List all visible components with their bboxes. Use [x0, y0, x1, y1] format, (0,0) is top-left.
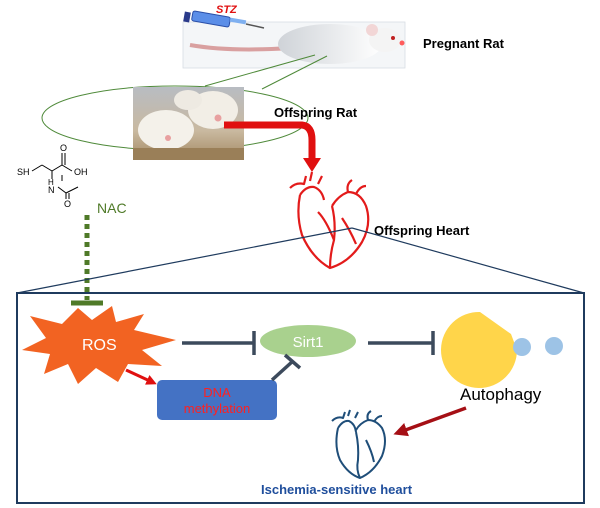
- dna-label-line1: DNA: [203, 385, 231, 400]
- connector-line-right: [261, 55, 328, 90]
- zoom-line-right: [351, 227, 585, 294]
- syringe-icon: [183, 10, 265, 29]
- offspring-rat-photo: [133, 87, 244, 160]
- molecule-oh: OH: [74, 167, 88, 177]
- particle-dot: [513, 338, 531, 356]
- stz-label: STZ: [216, 4, 238, 16]
- ischemia-heart-icon: [331, 409, 386, 479]
- sirt1-label: Sirt1: [293, 334, 324, 351]
- rat-to-heart-arrow: [224, 121, 316, 160]
- ros-to-dna-arrow: [125, 368, 157, 385]
- zoom-line-left: [16, 227, 353, 294]
- pregnant-rat-label: Pregnant Rat: [423, 36, 505, 51]
- molecule-o-bottom: O: [64, 199, 71, 209]
- offspring-heart-label: Offspring Heart: [374, 223, 470, 238]
- ros-starburst: [22, 306, 176, 384]
- pregnant-rat-illustration: [182, 21, 406, 69]
- nac-molecule: [31, 153, 79, 199]
- molecule-n: N: [48, 185, 55, 195]
- sirt1-node: [260, 325, 356, 357]
- heart-icon: [289, 171, 370, 270]
- dna-inhibits-sirt1-line: [270, 359, 295, 382]
- autophagy-label: Autophagy: [460, 385, 542, 404]
- dna-methylation-box: [157, 380, 277, 420]
- nac-label: NAC: [97, 200, 127, 216]
- molecule-h: H: [48, 178, 54, 187]
- molecule-sh: SH: [17, 167, 30, 177]
- particle-dot: [545, 337, 563, 355]
- ischemia-heart-label: Ischemia-sensitive heart: [261, 482, 413, 497]
- mechanism-box: [16, 292, 585, 504]
- ros-label: ROS: [82, 337, 117, 354]
- molecule-o-top: O: [60, 143, 67, 153]
- offspring-rat-label: Offspring Rat: [274, 105, 358, 120]
- autophagy-pacman-icon: [441, 311, 517, 388]
- connector-line-left: [204, 54, 316, 87]
- dna-label-line2: methylation: [184, 401, 250, 416]
- dna-inhibits-sirt1-bar: [283, 353, 302, 370]
- autophagy-to-heart-arrow: [393, 406, 467, 437]
